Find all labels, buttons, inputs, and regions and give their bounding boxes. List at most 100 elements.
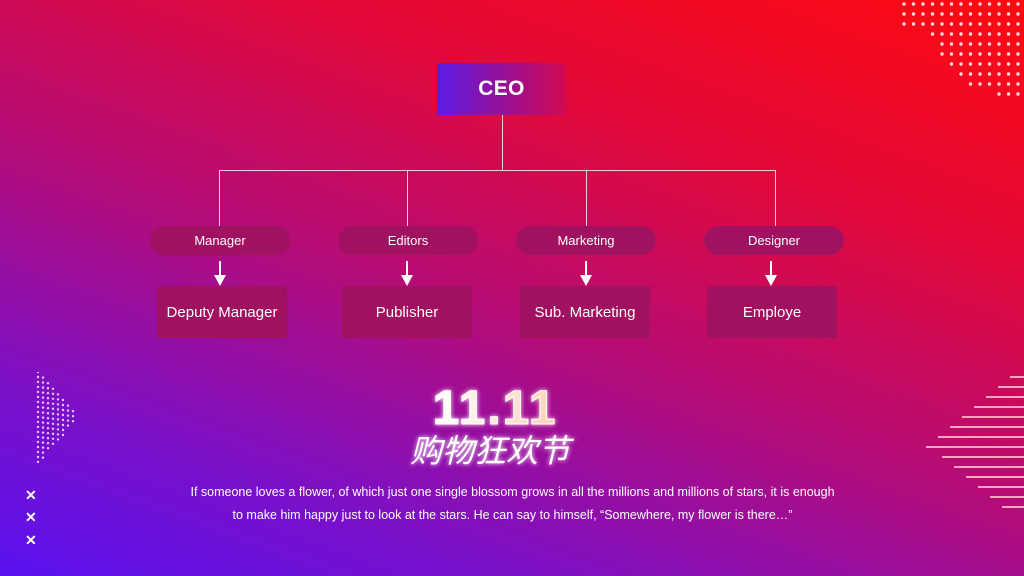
- decor-dot: [41, 396, 45, 399]
- role-publisher: Publisher: [342, 286, 472, 338]
- decor-dot: [56, 428, 60, 431]
- dot-pattern-top-right: [902, 2, 1020, 96]
- decor-dot: [61, 408, 65, 412]
- decor-dot: [46, 442, 50, 445]
- role-label: Sub. Marketing: [534, 303, 636, 321]
- decor-dot: [959, 12, 963, 16]
- decor-dot: [46, 412, 50, 415]
- decor-dot: [61, 428, 65, 432]
- decor-dot: [66, 409, 70, 412]
- decor-dot: [71, 410, 75, 413]
- logo-number: 11.11: [433, 382, 558, 435]
- decor-dot: [968, 2, 973, 6]
- department-label: Marketing: [557, 233, 615, 248]
- logo-subtitle: 购物狂欢节: [410, 432, 575, 470]
- branch-connector-designer: [775, 170, 776, 226]
- decor-dot: [1016, 72, 1020, 76]
- decor-dot: [36, 380, 40, 384]
- decor-dot: [930, 22, 935, 26]
- decor-dot: [978, 62, 982, 66]
- decor-dot: [959, 72, 963, 76]
- decor-dot: [1006, 42, 1011, 46]
- decor-dot: [978, 82, 982, 86]
- decor-dot: [968, 52, 973, 56]
- decor-dot: [997, 72, 1001, 76]
- decor-dot: [968, 62, 973, 66]
- decor-dot: [56, 408, 60, 411]
- decor-dot: [1006, 32, 1011, 36]
- decor-dot: [902, 12, 906, 16]
- decor-dot: [911, 22, 916, 26]
- decor-dot: [41, 436, 45, 439]
- decor-dot: [41, 421, 45, 424]
- decor-dot: [41, 391, 45, 394]
- decor-dot: [978, 42, 982, 46]
- decor-dot: [987, 52, 992, 56]
- decor-dot: [921, 22, 925, 26]
- decor-dot: [41, 441, 45, 444]
- decor-dot: [56, 433, 60, 436]
- decor-dot: [41, 426, 45, 429]
- decor-dot: [978, 22, 982, 26]
- decor-dot: [41, 446, 45, 449]
- decor-dot: [968, 82, 973, 86]
- ceo-label: CEO: [478, 77, 525, 100]
- decor-dot: [940, 22, 944, 26]
- decor-dot: [71, 420, 75, 423]
- decor-dot: [41, 411, 45, 414]
- decor-dot: [36, 450, 40, 454]
- decor-dot: [959, 2, 963, 6]
- decor-dot: [1016, 22, 1020, 26]
- decor-dot: [46, 427, 50, 430]
- decor-dot: [36, 445, 40, 449]
- decor-dot: [36, 400, 40, 404]
- decor-dot: [41, 401, 45, 404]
- decor-dot: [987, 12, 992, 16]
- triangle-dot-pattern: [36, 372, 75, 464]
- role-label: Publisher: [375, 303, 439, 321]
- decor-dot: [940, 42, 944, 46]
- decor-dot: [997, 2, 1001, 6]
- decor-dot: [1016, 62, 1020, 66]
- decor-dot: [987, 62, 992, 66]
- decor-dot: [66, 419, 70, 422]
- decor-dot: [949, 42, 954, 46]
- decor-dot: [902, 22, 906, 26]
- decor-dot: [41, 406, 45, 409]
- department-designer: Designer: [704, 226, 844, 255]
- decor-dot: [56, 413, 60, 416]
- department-manager: Manager: [150, 226, 290, 255]
- decor-dot: [940, 32, 944, 36]
- decor-dot: [978, 72, 982, 76]
- role-employe: Employe: [707, 286, 837, 338]
- decor-dot: [997, 62, 1001, 66]
- striped-diamond-pattern: [926, 376, 1024, 508]
- department-editors: Editors: [338, 226, 478, 255]
- decor-dot: [36, 372, 40, 374]
- decor-dot: [959, 42, 963, 46]
- decor-dot: [949, 22, 954, 26]
- branch-connector-editors: [407, 170, 408, 226]
- role-sub-marketing: Sub. Marketing: [520, 286, 650, 338]
- decor-dot: [978, 12, 982, 16]
- decor-dot: [46, 397, 50, 400]
- decor-dot: [997, 32, 1001, 36]
- decor-dot: [1006, 2, 1011, 6]
- decor-dot: [61, 433, 65, 437]
- decor-dot: [71, 415, 75, 418]
- decor-dot: [56, 438, 60, 441]
- decor-dot: [987, 42, 992, 46]
- role-label: Deputy Manager: [166, 303, 278, 321]
- decor-dot: [51, 422, 55, 425]
- decor-dot: [41, 456, 45, 459]
- decor-dot: [1006, 62, 1011, 66]
- decor-dot: [987, 82, 992, 86]
- decor-dot: [930, 2, 935, 6]
- decor-dot: [51, 387, 55, 390]
- decor-dot: [949, 62, 954, 66]
- decor-dot: [56, 398, 60, 401]
- event-logo: 11.11 购物狂欢节: [410, 382, 575, 471]
- decor-dot: [36, 390, 40, 394]
- decor-dot: [987, 2, 992, 6]
